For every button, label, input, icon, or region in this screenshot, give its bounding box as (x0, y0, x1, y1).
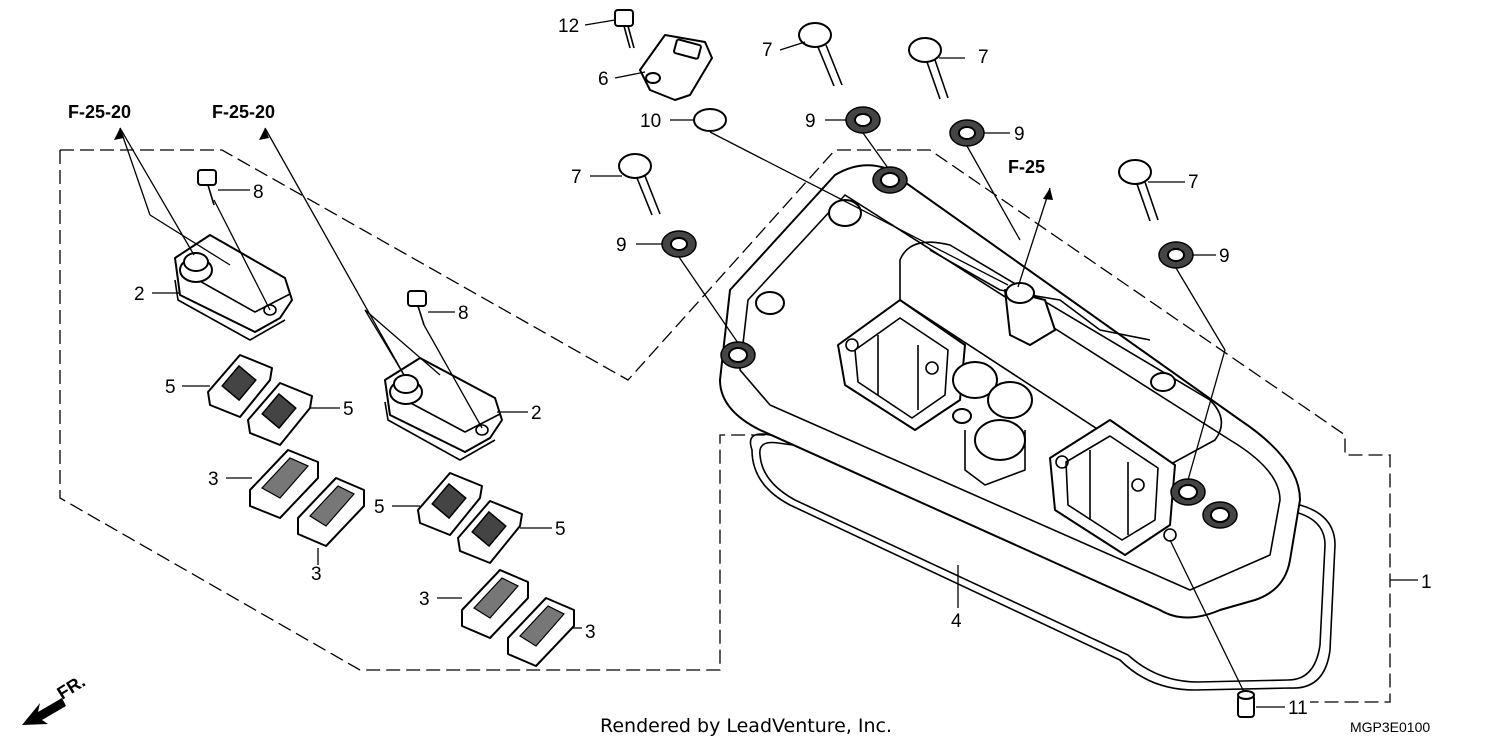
callout-9b: 9 (1014, 124, 1025, 145)
seal-5a (207, 354, 273, 418)
bolt-12 (614, 9, 635, 49)
callout-numbers: 12 6 10 7 7 7 7 9 9 9 9 8 8 2 2 5 5 5 5 … (134, 16, 1432, 719)
callout-7d: 7 (1188, 172, 1199, 193)
front-label: FR. (54, 671, 89, 703)
filter-3c (461, 569, 529, 639)
callout-2a: 2 (134, 284, 145, 305)
bolt-8a (197, 169, 217, 206)
diagram-code: MGP3E0100 (1350, 719, 1430, 735)
bolt-7b (908, 37, 949, 100)
grommet-9a (845, 106, 881, 134)
filter-3b (297, 477, 365, 547)
callout-7a: 7 (762, 40, 773, 61)
bolt-7a (798, 22, 843, 87)
seal-5c (417, 472, 483, 536)
sensor-6 (639, 34, 713, 101)
callout-3b: 3 (311, 564, 322, 585)
leader-lines (119, 19, 1418, 708)
callout-9a: 9 (805, 111, 816, 132)
assembly-outlines (59, 149, 1391, 703)
credit-text: Rendered by LeadVenture, Inc. (600, 715, 892, 737)
grommet-9c (661, 230, 697, 258)
callout-8a: 8 (253, 182, 264, 203)
callout-7b: 7 (978, 47, 989, 68)
reference-middle: F-25-20 (212, 102, 275, 122)
cap-11 (1237, 690, 1255, 718)
reference-left: F-25-20 (68, 102, 131, 122)
cap-cover-2b (384, 357, 503, 461)
callout-5b: 5 (343, 399, 354, 420)
callout-4: 4 (951, 611, 962, 632)
callout-3d: 3 (585, 622, 596, 643)
bolt-7d (1118, 159, 1159, 222)
callout-5d: 5 (555, 519, 566, 540)
callout-2b: 2 (531, 403, 542, 424)
cylinder-head-cover (719, 164, 1336, 691)
filter-3a (249, 449, 319, 519)
filter-3d (507, 597, 575, 667)
front-direction-indicator: FR. (22, 671, 89, 725)
seal-5d (457, 500, 523, 564)
callout-7c: 7 (571, 167, 582, 188)
cap-cover-2a (174, 234, 293, 341)
reference-right: F-25 (1008, 157, 1045, 177)
grommet-9d (1158, 241, 1194, 269)
callout-5a: 5 (165, 377, 176, 398)
bolt-8b (407, 290, 427, 326)
callout-12: 12 (558, 16, 579, 37)
callout-10: 10 (640, 111, 661, 132)
front-arrow-icon (22, 698, 66, 725)
grommet-9b (949, 119, 985, 147)
o-ring-10 (693, 108, 727, 132)
callout-5c: 5 (374, 497, 385, 518)
callout-6: 6 (598, 69, 609, 90)
arrowheads (114, 128, 1053, 200)
callout-1: 1 (1421, 572, 1432, 593)
callout-3a: 3 (208, 469, 219, 490)
bolt-7c (618, 153, 661, 216)
callout-3c: 3 (419, 589, 430, 610)
callout-11: 11 (1288, 698, 1308, 719)
callout-8b: 8 (458, 303, 469, 324)
reference-labels: F-25-20 F-25-20 F-25 (68, 102, 1045, 177)
callout-9c: 9 (616, 235, 627, 256)
callout-9d: 9 (1219, 246, 1230, 267)
